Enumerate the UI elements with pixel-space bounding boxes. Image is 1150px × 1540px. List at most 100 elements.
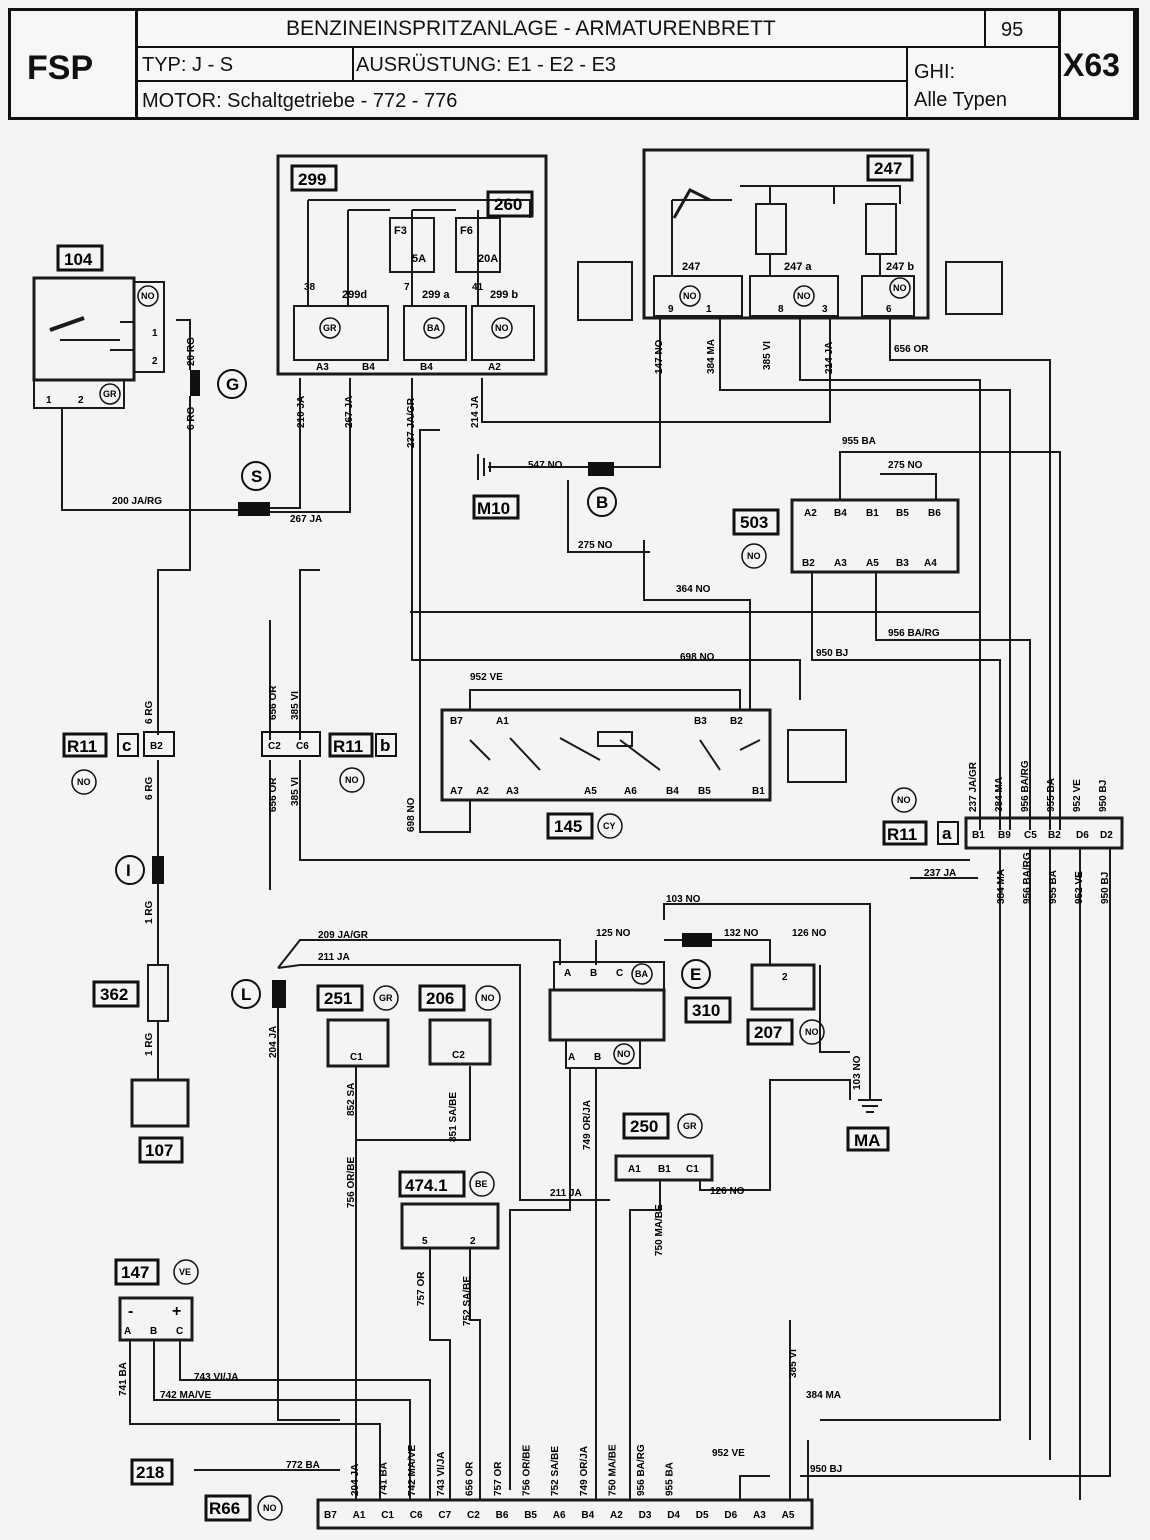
svg-text:7: 7 bbox=[404, 282, 410, 293]
svg-text:D2: D2 bbox=[1100, 830, 1113, 841]
svg-text:NO: NO bbox=[263, 1503, 277, 1513]
wire-label: 237 JA/GR bbox=[968, 761, 979, 812]
svg-text:B: B bbox=[150, 1326, 157, 1337]
svg-text:698 NO: 698 NO bbox=[406, 797, 417, 832]
color-code-NO: NO bbox=[475, 985, 501, 1011]
svg-text:NO: NO bbox=[77, 777, 91, 787]
wire-label: 384 MA bbox=[996, 869, 1007, 904]
brand-logo: FSP bbox=[27, 49, 94, 87]
page-number: 95 bbox=[1001, 19, 1024, 41]
component-299: 299 bbox=[290, 164, 338, 192]
svg-text:B7: B7 bbox=[450, 716, 463, 727]
wire-label: 950 BJ bbox=[1098, 780, 1109, 812]
svg-text:126 NO: 126 NO bbox=[792, 928, 827, 939]
label-247a: 247 a bbox=[784, 261, 812, 273]
svg-text:A5: A5 bbox=[866, 558, 879, 569]
connector-circles: G S B I L E bbox=[115, 369, 711, 1009]
pin-R66-B7: B7 bbox=[324, 1510, 337, 1521]
svg-text:385 VI: 385 VI bbox=[290, 777, 301, 806]
pin-R66-A1: A1 bbox=[353, 1510, 366, 1521]
svg-text:B2: B2 bbox=[802, 558, 815, 569]
sub-labels: 299d 299 a 299 b 247 247 a 247 b F3 5A F… bbox=[342, 225, 914, 301]
connector-G: G bbox=[217, 369, 247, 399]
svg-text:3: 3 bbox=[822, 304, 828, 315]
svg-text:749 OR/JA: 749 OR/JA bbox=[582, 1100, 593, 1150]
pin-R66-B6: B6 bbox=[496, 1510, 509, 1521]
svg-text:275 NO: 275 NO bbox=[888, 460, 923, 471]
svg-text:A2: A2 bbox=[476, 786, 489, 797]
svg-text:851 SA/BE: 851 SA/BE bbox=[448, 1092, 459, 1142]
svg-text:L: L bbox=[241, 985, 251, 1004]
color-code-NO: NO bbox=[679, 285, 701, 307]
pins-299: 38 7 41 A3 B4 B4 A2 bbox=[304, 282, 501, 373]
svg-text:GR: GR bbox=[379, 993, 393, 1003]
svg-text:210 JA: 210 JA bbox=[296, 396, 307, 428]
svg-text:R11: R11 bbox=[887, 825, 917, 844]
svg-text:+: + bbox=[172, 1303, 181, 1320]
pin-R66-B5: B5 bbox=[524, 1510, 537, 1521]
svg-text:C2: C2 bbox=[268, 741, 281, 752]
svg-text:107: 107 bbox=[145, 1141, 173, 1160]
svg-text:952 VE: 952 VE bbox=[712, 1448, 745, 1459]
svg-text:852 SA: 852 SA bbox=[346, 1083, 357, 1116]
color-code-BA: BA bbox=[631, 963, 653, 985]
svg-text:2: 2 bbox=[78, 395, 84, 406]
svg-text:384 MA: 384 MA bbox=[806, 1390, 841, 1401]
svg-text:955 BA: 955 BA bbox=[842, 436, 876, 447]
svg-text:A1: A1 bbox=[628, 1164, 641, 1175]
svg-text:NO: NO bbox=[805, 1027, 819, 1037]
svg-text:BE: BE bbox=[475, 1179, 488, 1189]
component-MA: MA bbox=[846, 1126, 890, 1152]
svg-text:B6: B6 bbox=[928, 508, 941, 519]
fuse-F3: F3 bbox=[394, 225, 407, 237]
label-299d: 299d bbox=[342, 289, 367, 301]
svg-text:B4: B4 bbox=[420, 362, 433, 373]
svg-text:750 MA/BE: 750 MA/BE bbox=[654, 1204, 665, 1256]
pins-R11-c: B2 bbox=[143, 731, 175, 757]
color-code-NO: NO bbox=[889, 277, 911, 299]
svg-text:D6: D6 bbox=[1076, 830, 1089, 841]
wire-label: 952 VE bbox=[1074, 871, 1085, 904]
wire-label: 757 OR bbox=[493, 1461, 504, 1496]
svg-text:c: c bbox=[122, 736, 131, 755]
component-147: 147 bbox=[114, 1258, 160, 1286]
svg-text:R66: R66 bbox=[209, 1499, 240, 1518]
svg-text:214 JA: 214 JA bbox=[824, 342, 835, 374]
wire-label: 752 SA/BE bbox=[550, 1446, 561, 1496]
connector-B: B bbox=[587, 487, 617, 517]
svg-text:250: 250 bbox=[630, 1117, 658, 1136]
motor-label: MOTOR: Schaltgetriebe - 772 - 776 bbox=[142, 90, 458, 112]
wire-label: 956 BA/RG bbox=[1020, 760, 1031, 812]
color-code-CY: CY bbox=[597, 813, 623, 839]
svg-text:BA: BA bbox=[427, 323, 440, 333]
svg-text:656 OR: 656 OR bbox=[268, 685, 279, 720]
svg-text:474.1: 474.1 bbox=[405, 1176, 448, 1195]
pin-R66-A2: A2 bbox=[610, 1510, 623, 1521]
color-code-circles: NO GR GR BA NO NO NO NO NO NO NO NO CY B… bbox=[71, 277, 917, 1521]
svg-text:GR: GR bbox=[323, 323, 337, 333]
wire-labels-horizontal: 200 JA/RG 267 JA 547 NO 955 BA 275 NO 27… bbox=[112, 344, 956, 1475]
color-code-GR: GR bbox=[99, 383, 121, 405]
svg-text:NO: NO bbox=[141, 291, 155, 301]
svg-text:206: 206 bbox=[426, 989, 454, 1008]
svg-text:952 VE: 952 VE bbox=[470, 672, 503, 683]
svg-text:VE: VE bbox=[179, 1267, 191, 1277]
svg-text:207: 207 bbox=[754, 1023, 782, 1042]
svg-text:145: 145 bbox=[554, 817, 582, 836]
svg-text:132 NO: 132 NO bbox=[724, 928, 759, 939]
svg-text:103 NO: 103 NO bbox=[852, 1055, 863, 1090]
svg-text:218: 218 bbox=[136, 1463, 164, 1482]
svg-text:385 VI: 385 VI bbox=[290, 691, 301, 720]
svg-text:A3: A3 bbox=[834, 558, 847, 569]
svg-text:384 MA: 384 MA bbox=[706, 339, 717, 374]
component-R66: R66 bbox=[204, 1494, 252, 1522]
color-code-NO: NO bbox=[71, 769, 97, 795]
svg-text:6 RG: 6 RG bbox=[144, 700, 155, 724]
color-code-GR: GR bbox=[373, 985, 399, 1011]
connector-E: E bbox=[681, 959, 711, 989]
color-code-NO: NO bbox=[891, 787, 917, 813]
svg-text:B1: B1 bbox=[752, 786, 765, 797]
